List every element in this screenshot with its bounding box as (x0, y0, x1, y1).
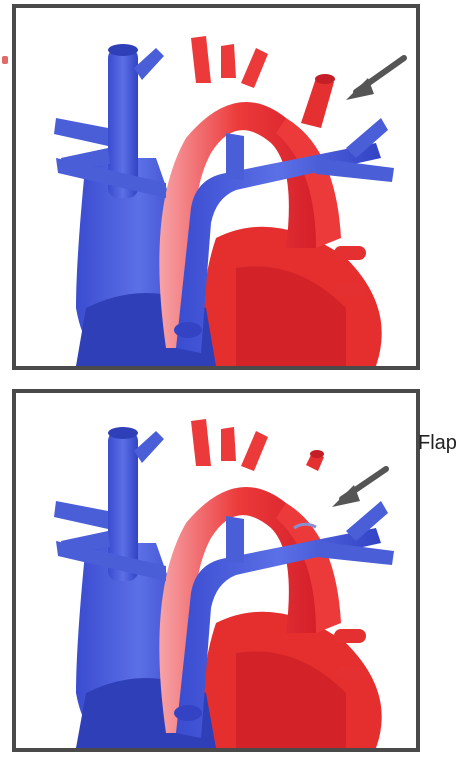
heart-illustration-before (16, 8, 416, 366)
arrow-icon (332, 469, 386, 507)
heart-illustration-after (16, 393, 416, 748)
panel-after (12, 389, 420, 752)
panel-before (12, 4, 420, 370)
stray-mark (2, 56, 8, 64)
ductus-arteriosus (301, 78, 334, 128)
arrow-icon (346, 58, 404, 100)
flap-label: Flap (418, 432, 457, 455)
